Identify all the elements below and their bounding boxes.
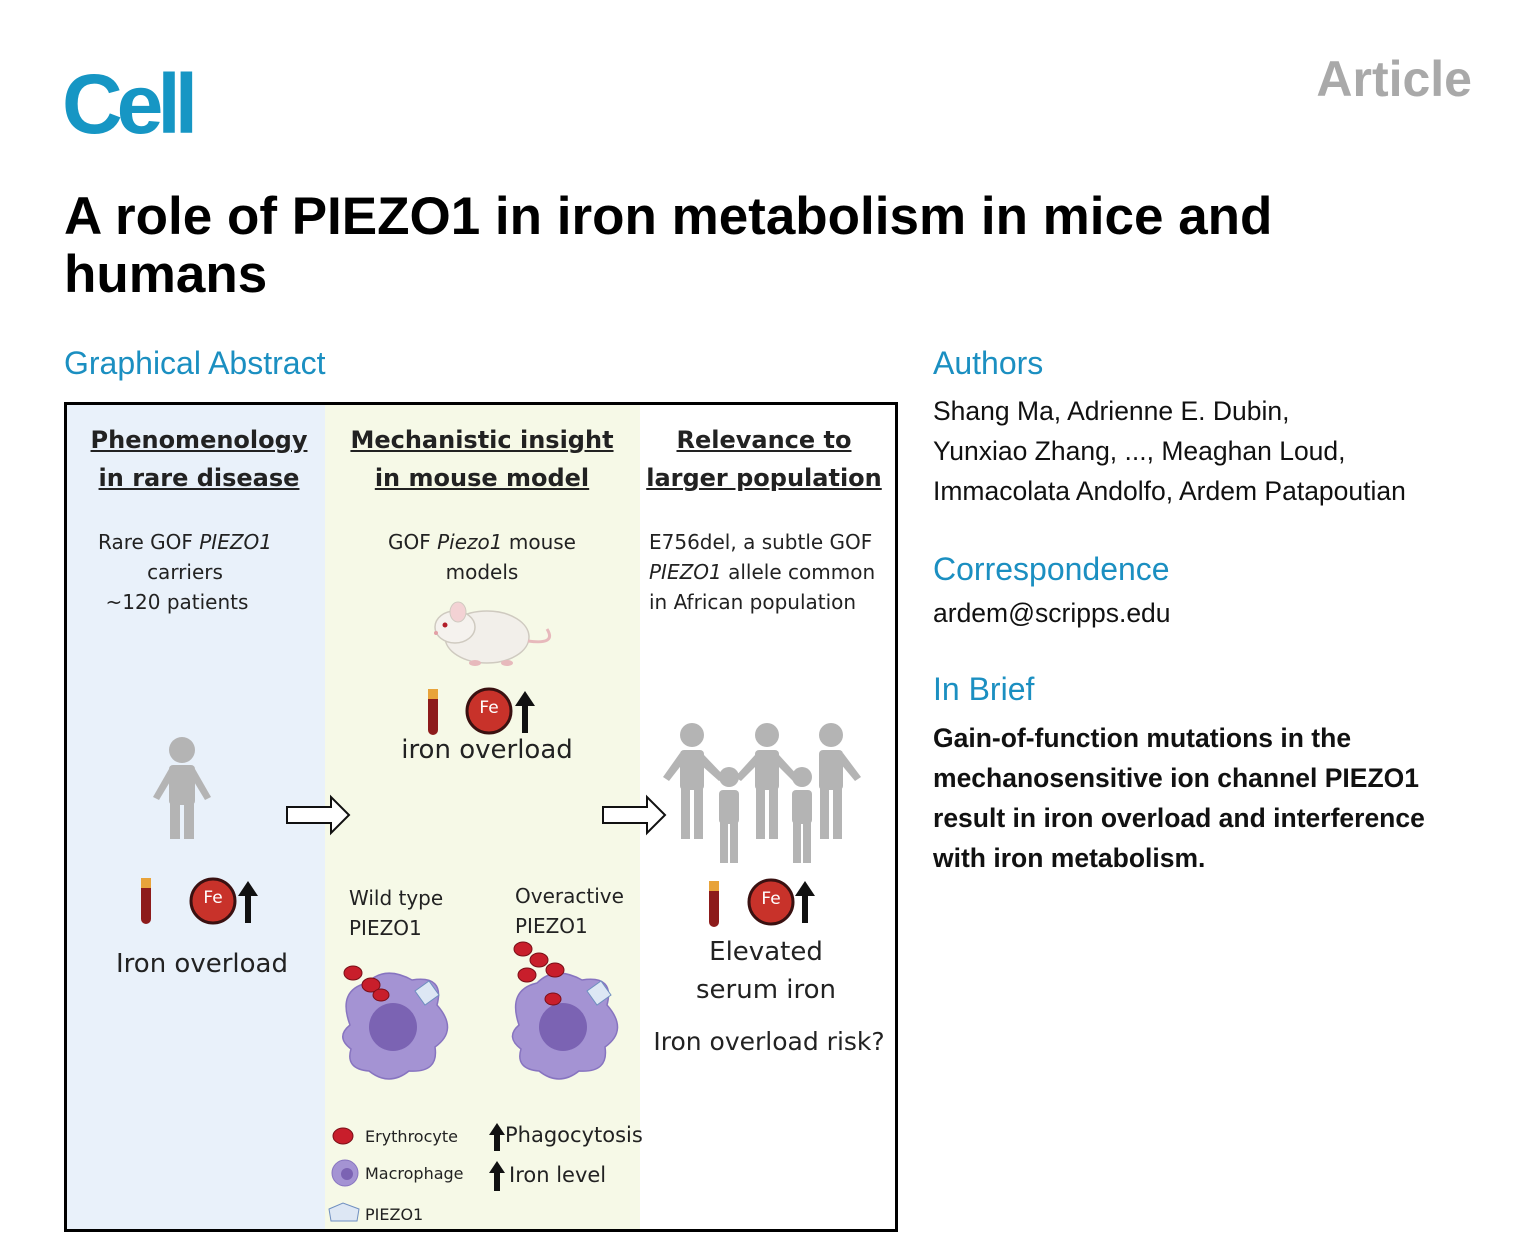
col2-result: iron overload (401, 735, 573, 765)
blood-tube-icon (709, 881, 719, 927)
in-brief-line2: mechanosensitive ion channel PIEZO1 (933, 763, 1419, 793)
panel-rare-disease (67, 405, 325, 1229)
col2-description-line1: GOF Piezo1 mouse (388, 530, 576, 554)
journal-logo: Cell (62, 57, 198, 151)
up-arrow-icon (795, 881, 815, 923)
col3-header-line2: larger population (646, 464, 882, 492)
flow-arrow-icon (286, 794, 351, 836)
col2-header-line2: in mouse model (374, 464, 590, 492)
blood-tube-icon (428, 689, 438, 735)
in-brief-line3: result in iron overload and interference (933, 803, 1425, 833)
col1-result: Iron overload (116, 949, 288, 979)
panel-mouse-model (325, 405, 640, 1229)
legend-phagocytosis: Phagocytosis (505, 1123, 643, 1147)
col3-result-line2: serum iron (695, 975, 837, 1005)
iron-fe-icon (747, 878, 795, 926)
fe-label: Fe (761, 889, 781, 909)
erythrocyte-legend-icon (332, 1127, 354, 1145)
iron-fe-icon (465, 687, 513, 735)
up-arrow-icon (515, 691, 535, 733)
population-people-icon (663, 723, 861, 863)
in-brief-line4: with iron metabolism. (933, 843, 1206, 873)
legend-macrophage: Macrophage (365, 1164, 464, 1183)
graphical-abstract-heading: Graphical Abstract (64, 345, 326, 381)
up-arrow-icon (238, 881, 258, 923)
person-icon (153, 737, 211, 839)
authors-line3: Immacolata Andolfo, Ardem Patapoutian (933, 476, 1406, 506)
up-arrow-icon (489, 1123, 505, 1151)
macrophage-legend-icon (331, 1159, 359, 1187)
overactive-label-line1: Overactive (515, 884, 624, 908)
col1-header-line2: in rare disease (98, 464, 300, 492)
abstract-illustrations (141, 601, 861, 1222)
flow-arrow-icon (602, 794, 667, 836)
col3-question: Iron overload risk? (653, 1027, 885, 1056)
mouse-icon (434, 601, 552, 666)
col3-result-line1: Elevated (709, 937, 823, 967)
legend-erythrocyte: Erythrocyte (365, 1127, 458, 1146)
col3-description-line2: PIEZO1 allele common (649, 560, 876, 584)
overactive-label-line2: PIEZO1 (515, 914, 588, 938)
blood-tube-icon (141, 878, 151, 924)
legend-piezo1: PIEZO1 (365, 1205, 424, 1224)
wild-type-label-line1: Wild type (349, 886, 444, 910)
col2-description-line2: models (445, 560, 519, 584)
col1-header-line1: Phenomenology (90, 426, 308, 454)
in-brief-heading: In Brief (933, 671, 1035, 707)
col3-header-line1: Relevance to (676, 426, 852, 454)
in-brief-line1: Gain-of-function mutations in the (933, 723, 1352, 753)
authors-line1: Shang Ma, Adrienne E. Dubin, (933, 396, 1290, 426)
up-arrow-icon (489, 1161, 505, 1191)
authors-line2: Yunxiao Zhang, ..., Meaghan Loud, (933, 436, 1346, 466)
graphical-abstract: Phenomenology in rare disease Rare GOF P… (64, 402, 898, 1232)
fe-label: Fe (203, 888, 223, 908)
col1-description-line2: carriers (147, 560, 223, 584)
col1-description-line3: ~120 patients (105, 590, 249, 614)
paper-title: A role of PIEZO1 in iron metabolism in m… (64, 187, 1273, 304)
correspondence-heading: Correspondence (933, 551, 1170, 587)
legend-iron-level: Iron level (509, 1163, 607, 1187)
correspondence-email[interactable]: ardem@scripps.edu (933, 598, 1171, 628)
piezo1-legend-icon (328, 1202, 360, 1222)
col1-description-line1: Rare GOF PIEZO1 (97, 530, 273, 554)
col2-header-line1: Mechanistic insight (350, 426, 614, 454)
macrophage-wild-type-icon (342, 965, 449, 1080)
fe-label: Fe (479, 698, 499, 718)
article-type-label: Article (1316, 51, 1472, 107)
col3-description-line1: E756del, a subtle GOF (649, 530, 873, 554)
iron-fe-icon (189, 877, 237, 925)
macrophage-overactive-icon (511, 941, 619, 1080)
authors-heading: Authors (933, 345, 1044, 381)
col3-description-line3: in African population (649, 590, 857, 614)
wild-type-label-line2: PIEZO1 (349, 916, 422, 940)
